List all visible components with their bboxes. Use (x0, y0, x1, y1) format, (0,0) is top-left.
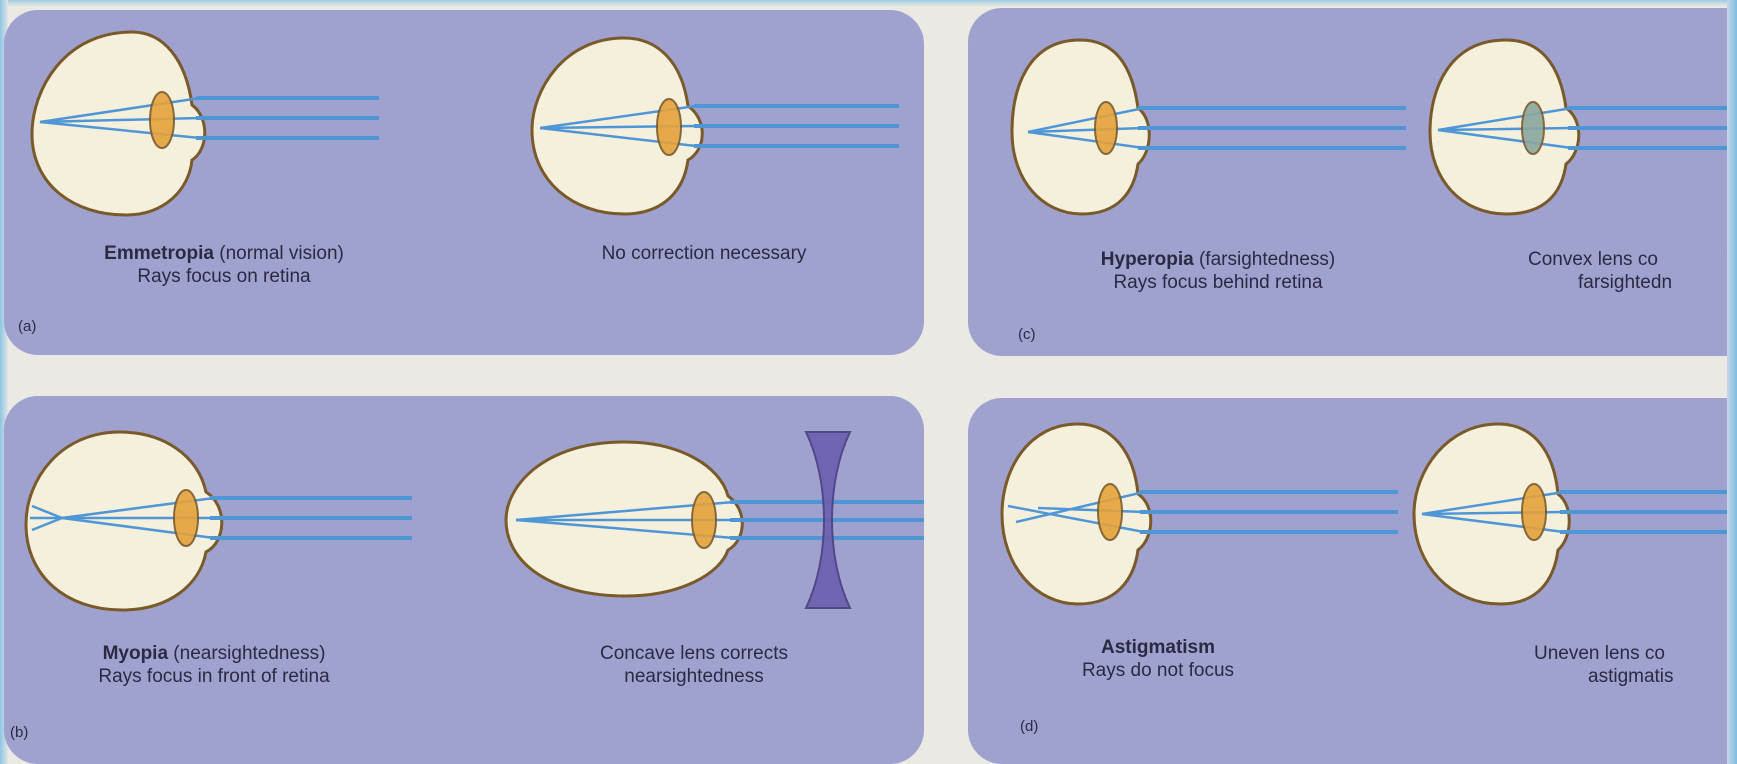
frame-edge-right (1727, 0, 1737, 764)
condition-name: Emmetropia (104, 243, 214, 264)
eye-uneven-lens-correction-icon (1414, 424, 1737, 604)
panel-label: (a) (18, 318, 36, 335)
panel-emmetropia: Emmetropia (normal vision) Rays focus on… (4, 10, 924, 355)
lens-icon (174, 490, 198, 546)
correction-text-line2: farsightedn (1528, 271, 1737, 294)
panel-label: (d) (1020, 718, 1038, 735)
panel-astigmatism: Astigmatism Rays do not focus Uneven len… (968, 398, 1737, 764)
condition-explanation: Rays do not focus (988, 659, 1328, 682)
panel-b-illustration (4, 396, 924, 764)
condition-desc: (farsightedness) (1194, 249, 1336, 270)
caption-correction: Uneven lens co astigmatis (1534, 642, 1737, 688)
eye-convex-correction-icon (1430, 40, 1737, 214)
condition-desc: (nearsightedness) (168, 643, 325, 664)
eye-normal-icon (32, 32, 379, 215)
caption-correction: Convex lens co farsightedn (1528, 248, 1737, 294)
eye-farsighted-icon (1012, 40, 1406, 214)
condition-name: Myopia (103, 643, 168, 664)
lens-icon (1095, 102, 1117, 154)
panel-myopia: Myopia (nearsightedness) Rays focus in f… (4, 396, 924, 764)
correction-text-line1: Uneven lens co (1534, 642, 1737, 665)
panel-a-illustration (4, 10, 924, 355)
eye-astigmatism-icon (1002, 424, 1398, 604)
condition-explanation: Rays focus behind retina (1028, 271, 1408, 294)
eye-nearsighted-icon (26, 432, 412, 610)
lens-icon (1522, 102, 1544, 154)
eye-concave-correction-icon (506, 432, 924, 608)
condition-explanation: Rays focus on retina (24, 265, 424, 288)
correction-text: No correction necessary (504, 242, 904, 265)
condition-name: Hyperopia (1101, 249, 1194, 270)
correction-text-line1: Convex lens co (1528, 248, 1737, 271)
correction-text-line2: nearsightedness (484, 665, 904, 688)
condition-desc: (normal vision) (214, 243, 344, 264)
caption-emmetropia: Emmetropia (normal vision) Rays focus on… (24, 242, 424, 288)
panel-c-illustration (968, 8, 1737, 356)
frame-edge-top (0, 0, 1737, 6)
correction-text-line2: astigmatis (1534, 665, 1737, 688)
lens-icon (692, 492, 716, 548)
caption-astigmatism: Astigmatism Rays do not focus (988, 636, 1328, 682)
caption-myopia: Myopia (nearsightedness) Rays focus in f… (4, 642, 424, 688)
condition-name: Astigmatism (1101, 637, 1215, 658)
panel-label: (c) (1018, 326, 1036, 343)
panel-hyperopia: Hyperopia (farsightedness) Rays focus be… (968, 8, 1737, 356)
caption-correction: No correction necessary (504, 242, 904, 265)
panel-label: (b) (10, 724, 28, 741)
correction-text-line1: Concave lens corrects (484, 642, 904, 665)
lens-icon (1098, 484, 1122, 540)
lens-icon (657, 99, 681, 155)
condition-explanation: Rays focus in front of retina (4, 665, 424, 688)
eye-no-correction-icon (532, 38, 899, 214)
lens-icon (150, 92, 174, 148)
lens-icon (1522, 484, 1546, 540)
caption-correction: Concave lens corrects nearsightedness (484, 642, 904, 688)
panel-d-illustration (968, 398, 1737, 764)
caption-hyperopia: Hyperopia (farsightedness) Rays focus be… (1028, 248, 1408, 294)
